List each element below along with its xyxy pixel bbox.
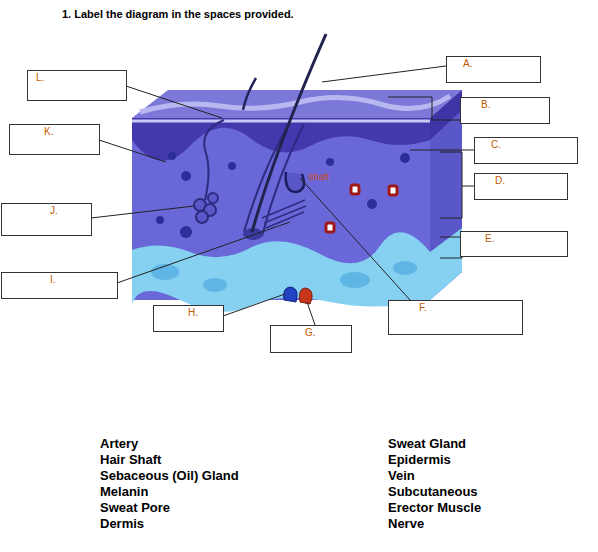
leader-line [126, 86, 222, 118]
answer-box: A. [446, 56, 541, 83]
word-bank-item: Erector Muscle [388, 500, 481, 515]
leader-line [410, 150, 474, 151]
box-letter: K. [44, 126, 53, 138]
sweat-gland-coil [208, 193, 218, 203]
sweat-gland-coil [196, 211, 208, 223]
sebaceous-gland [286, 172, 304, 192]
cell-dot [168, 152, 176, 160]
part-text: Shaft [308, 172, 329, 182]
fat-blob [203, 278, 227, 292]
box-letter: I. [50, 274, 56, 286]
leader-line [462, 186, 474, 187]
answer-box: B. [460, 97, 550, 124]
artery-vessel [300, 288, 313, 304]
box-letter: G. [305, 327, 316, 339]
vessel-section [326, 223, 334, 232]
answer-box: E. [460, 231, 568, 257]
word-bank-item: Nerve [388, 516, 424, 531]
leader-line [307, 302, 315, 325]
box-letter: J. [50, 205, 58, 217]
answer-box: G. [270, 325, 352, 353]
leader-line [300, 178, 410, 300]
bracket-line [440, 237, 462, 258]
box-letter: E. [485, 233, 494, 245]
box-letter: H. [188, 307, 198, 319]
answer-box: D. [474, 173, 568, 200]
box-letter: D. [495, 175, 505, 187]
answer-box: F. [388, 300, 523, 335]
leader-line [99, 140, 166, 162]
word-bank-item: Sweat Gland [388, 436, 466, 451]
leader-line [117, 222, 290, 283]
vessel-section [389, 186, 397, 195]
leader-lines [91, 66, 474, 325]
word-bank-item: Dermis [100, 516, 144, 531]
bracket-line [388, 97, 460, 120]
box-letter: A. [463, 58, 472, 70]
vein-vessel [284, 287, 298, 302]
answer-box: H. [153, 305, 224, 332]
cell-dot [156, 216, 164, 224]
word-bank-item: Vein [388, 468, 415, 483]
leader-line [322, 66, 446, 82]
fat-blob [393, 261, 417, 275]
word-bank-item: Sebaceous (Oil) Gland [100, 468, 239, 483]
word-bank-item: Artery [100, 436, 138, 451]
leader-line [223, 294, 285, 316]
hair-shaft [252, 34, 326, 232]
side-subcutaneous [430, 228, 462, 300]
word-bank-item: Epidermis [388, 452, 451, 467]
cell-dot [326, 158, 334, 166]
answer-box: C. [474, 137, 578, 164]
cell-dot [228, 162, 236, 170]
worksheet-title: 1. Label the diagram in the spaces provi… [62, 8, 294, 20]
cell-dot [400, 153, 410, 163]
skin-side-face [430, 90, 462, 300]
small-hair [243, 78, 256, 110]
box-letter: B. [481, 99, 490, 111]
epidermis-highlight [132, 120, 430, 123]
box-letter: C. [491, 139, 501, 151]
word-bank-item: Melanin [100, 484, 148, 499]
box-letter: L. [36, 72, 44, 84]
word-bank-item: Sweat Pore [100, 500, 170, 515]
answer-box: L. [27, 70, 127, 101]
sweat-duct [204, 120, 224, 200]
cell-dot [181, 171, 191, 181]
answer-box: J. [1, 203, 92, 236]
box-letter: F. [419, 302, 427, 314]
answer-box: K. [9, 124, 100, 155]
cell-dot [367, 199, 377, 209]
word-bank-item: Hair Shaft [100, 452, 161, 467]
cell-dot [180, 226, 192, 238]
bracket-line [440, 152, 462, 218]
answer-box: I. [1, 272, 118, 299]
fat-blob [340, 272, 370, 288]
vessel-section [351, 185, 359, 194]
word-bank-item: Subcutaneous [388, 484, 478, 499]
leader-line [91, 206, 194, 218]
side-epidermis [430, 90, 462, 140]
